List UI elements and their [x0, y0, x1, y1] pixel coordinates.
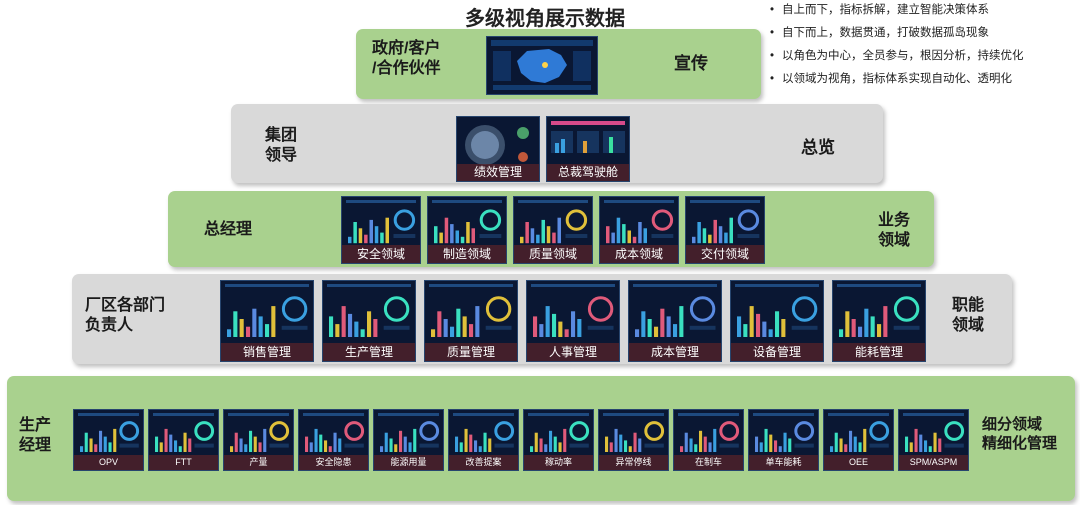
card-caption: 能耗管理	[833, 343, 925, 361]
dashboard-chart-icon	[690, 200, 760, 244]
tier-3-category-label: 业务 领域	[878, 212, 911, 249]
key-point: 自上而下，指标拆解，建立智能决策体系	[770, 2, 1024, 25]
card-caption: 安全领域	[342, 245, 420, 263]
dashboard-chart-icon	[531, 284, 615, 337]
functional-domain-card-5[interactable]: 成本管理	[628, 280, 722, 362]
dashboard-chart-icon	[346, 200, 416, 244]
dashboard-chart-icon	[828, 413, 890, 452]
card-caption: 异常停线	[599, 455, 668, 470]
tier-5-category-label: 细分领域 精细化管理	[982, 416, 1058, 452]
tier-2-band: 集团 领导 绩效管理 总裁驾驶舱 总览	[231, 104, 883, 183]
page-title: 多级视角展示数据	[465, 8, 625, 30]
card-caption: SPM/ASPM	[899, 455, 968, 470]
card-caption: OPV	[74, 455, 143, 470]
dashboard-chart-icon	[604, 200, 674, 244]
tier-4-category-label: 职能 领域	[952, 297, 985, 334]
dashboard-chart-icon	[633, 284, 717, 337]
subdomain-card-4[interactable]: 安全隐患	[298, 409, 369, 471]
subdomain-card-3[interactable]: 产量	[223, 409, 294, 471]
card-caption: 稼动率	[524, 455, 593, 470]
dashboard-chart-icon	[432, 200, 502, 244]
card-caption: 单车能耗	[749, 455, 818, 470]
tier-5-role-label: 生产 经理	[19, 417, 52, 454]
business-domain-card-3[interactable]: 质量领域	[513, 196, 593, 264]
functional-domain-card-2[interactable]: 生产管理	[322, 280, 416, 362]
subdomain-card-11[interactable]: OEE	[823, 409, 894, 471]
tier-2-role-label: 集团 领导	[265, 127, 298, 164]
subdomain-card-5[interactable]: 能源用量	[373, 409, 444, 471]
card-caption: 交付领域	[686, 245, 764, 263]
subdomain-card-2[interactable]: FTT	[148, 409, 219, 471]
key-point: 以角色为中心，全员参与，根因分析，持续优化	[770, 48, 1024, 71]
tier-2-category-label: 总览	[801, 138, 835, 157]
dashboard-chart-icon	[903, 413, 965, 452]
dashboard-chart-icon	[735, 284, 819, 337]
card-caption: 人事管理	[527, 343, 619, 361]
functional-domain-card-7[interactable]: 能耗管理	[832, 280, 926, 362]
card-caption: 设备管理	[731, 343, 823, 361]
card-caption: 在制车	[674, 455, 743, 470]
card-caption: 成本领域	[600, 245, 678, 263]
tier-4-role-label: 厂区各部门 负责人	[85, 297, 166, 334]
ceo-cockpit-card[interactable]: 总裁驾驶舱	[546, 116, 630, 182]
tier-1-band: 政府/客户 /合作伙伴 宣传	[356, 29, 761, 99]
dashboard-chart-icon	[153, 413, 215, 452]
card-caption: OEE	[824, 455, 893, 470]
functional-domain-card-4[interactable]: 人事管理	[526, 280, 620, 362]
card-caption: 质量管理	[425, 343, 517, 361]
functional-domain-card-1[interactable]: 销售管理	[220, 280, 314, 362]
card-caption: 成本管理	[629, 343, 721, 361]
dashboard-chart-icon	[429, 284, 513, 337]
dashboard-chart-icon	[225, 284, 309, 337]
key-point: 以领域为视角，指标体系实现自动化、透明化	[770, 71, 1024, 94]
subdomain-card-8[interactable]: 异常停线	[598, 409, 669, 471]
card-caption: 总裁驾驶舱	[547, 164, 629, 181]
subdomain-card-9[interactable]: 在制车	[673, 409, 744, 471]
dashboard-chart-icon	[603, 413, 665, 452]
card-caption: FTT	[149, 455, 218, 470]
tier-1-category-label: 宣传	[674, 54, 708, 73]
subdomain-card-12[interactable]: SPM/ASPM	[898, 409, 969, 471]
dashboard-chart-icon	[78, 413, 140, 452]
kpi-dashboard-card[interactable]: 绩效管理	[456, 116, 540, 182]
card-caption: 能源用量	[374, 455, 443, 470]
subdomain-card-6[interactable]: 改善提案	[448, 409, 519, 471]
dashboard-chart-icon	[327, 284, 411, 337]
tier-1-role-label: 政府/客户 /合作伙伴	[372, 40, 441, 77]
card-caption: 制造领域	[428, 245, 506, 263]
subdomain-card-1[interactable]: OPV	[73, 409, 144, 471]
functional-domain-card-6[interactable]: 设备管理	[730, 280, 824, 362]
subdomain-card-10[interactable]: 单车能耗	[748, 409, 819, 471]
business-domain-card-2[interactable]: 制造领域	[427, 196, 507, 264]
planet-graphic-icon	[465, 125, 529, 165]
card-caption: 生产管理	[323, 343, 415, 361]
dashboard-chart-icon	[303, 413, 365, 452]
card-caption: 安全隐患	[299, 455, 368, 470]
key-point: 自下而上，数据贯通，打破数据孤岛现象	[770, 25, 1024, 48]
card-caption: 销售管理	[221, 343, 313, 361]
map-dashboard-thumbnail[interactable]	[486, 36, 598, 95]
dashboard-chart-icon	[753, 413, 815, 452]
dashboard-chart-icon	[228, 413, 290, 452]
dashboard-chart-icon	[528, 413, 590, 452]
card-caption: 质量领域	[514, 245, 592, 263]
dashboard-chart-icon	[837, 284, 921, 337]
subdomain-card-7[interactable]: 稼动率	[523, 409, 594, 471]
key-points-list: 自上而下，指标拆解，建立智能决策体系 自下而上，数据贯通，打破数据孤岛现象 以角…	[770, 2, 1024, 94]
cockpit-chart-icon	[551, 121, 625, 153]
business-domain-card-1[interactable]: 安全领域	[341, 196, 421, 264]
dashboard-chart-icon	[678, 413, 740, 452]
card-caption: 改善提案	[449, 455, 518, 470]
business-domain-card-4[interactable]: 成本领域	[599, 196, 679, 264]
card-caption: 产量	[224, 455, 293, 470]
functional-domain-card-3[interactable]: 质量管理	[424, 280, 518, 362]
dashboard-chart-icon	[453, 413, 515, 452]
card-caption: 绩效管理	[457, 164, 539, 181]
tier-3-role-label: 总经理	[204, 221, 253, 238]
dashboard-chart-icon	[518, 200, 588, 244]
business-domain-card-5[interactable]: 交付领域	[685, 196, 765, 264]
dashboard-chart-icon	[378, 413, 440, 452]
china-map-icon	[491, 40, 593, 90]
